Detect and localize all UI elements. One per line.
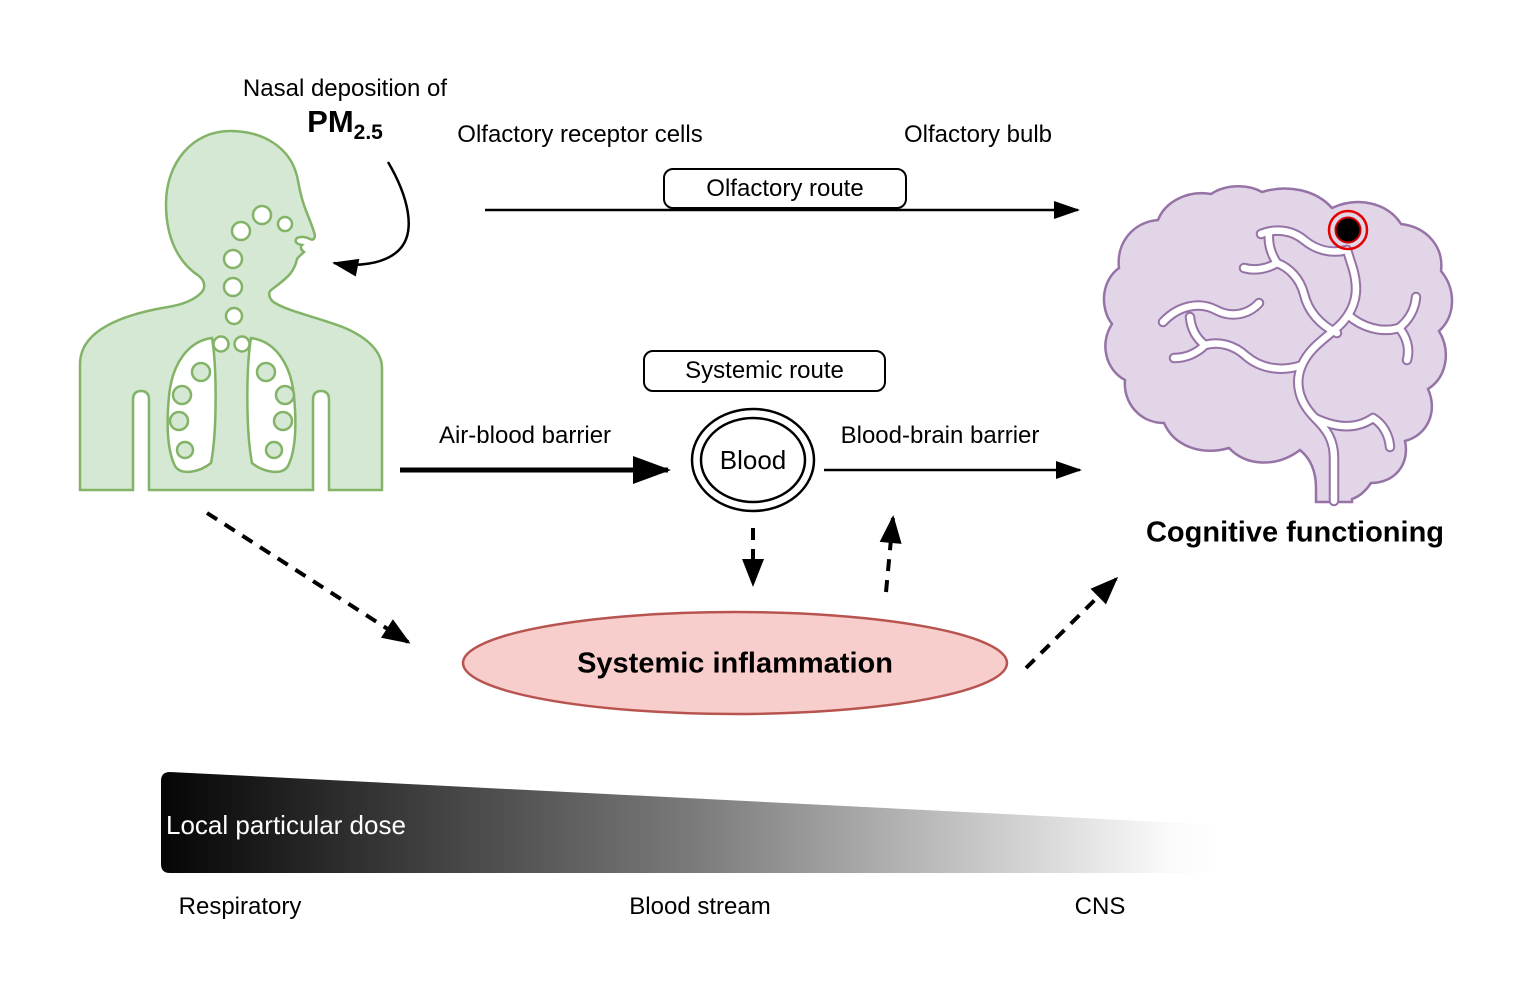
dose-gradient-wedge [161,772,1222,873]
lungs-to-inflammation-arrow [205,511,411,644]
pm-subscript: 2.5 [353,121,383,144]
olfactory-bulb-label: Olfactory bulb [903,121,1053,149]
brain-illustration [1102,185,1454,507]
dashed-arrows [205,511,1119,670]
stage-cns-label: CNS [1074,893,1126,921]
systemic-inflammation-label: Systemic inflammation [577,647,893,680]
olfactory-receptor-cells-label: Olfactory receptor cells [457,121,703,149]
systemic-route-box: Systemic route [643,350,886,392]
blood-label: Blood [719,445,787,476]
nasal-deposition-arrow [332,161,410,277]
cognitive-functioning-label: Cognitive functioning [1145,516,1445,549]
stage-respiratory-label: Respiratory [178,893,302,921]
olfactory-route-label: Olfactory route [706,174,864,202]
inflammation-to-blood-arrow [879,515,902,593]
olfactory-route-box: Olfactory route [663,168,907,209]
human-figure [78,129,384,492]
stage-blood-stream-label: Blood stream [629,893,771,921]
blood-node [690,407,816,513]
pm25-label: PM2.5 [307,104,383,144]
air-blood-barrier-label: Air-blood barrier [438,422,612,450]
local-particular-dose-label: Local particular dose [166,810,406,841]
pm-text: PM [307,104,354,139]
brain-lesion-marker [1327,209,1369,251]
inflammation-to-brain-arrow [1024,576,1119,670]
inhaled-particles [212,204,294,353]
nasal-deposition-label: Nasal deposition of [242,75,448,103]
brain-vessels [1159,227,1420,505]
lung-particles [168,361,296,460]
systemic-inflammation-ellipse [461,610,1009,716]
systemic-route-label: Systemic route [685,357,844,384]
blood-brain-barrier-label: Blood-brain barrier [840,422,1040,450]
